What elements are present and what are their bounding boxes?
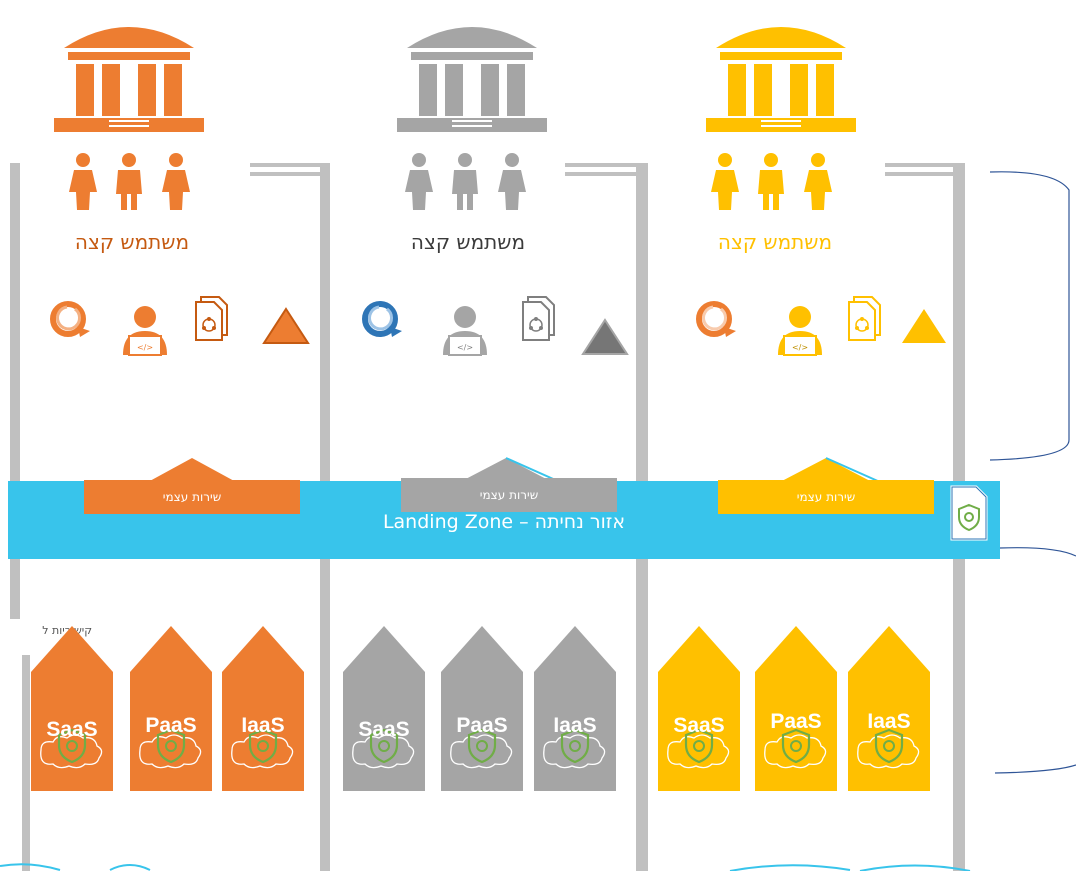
- bank-icon: [397, 27, 547, 132]
- secure-document-icon: [950, 485, 988, 541]
- service-label: IaaS: [867, 710, 911, 733]
- service-label: PaaS: [770, 710, 822, 733]
- service-paas: PaaS: [755, 626, 837, 791]
- developer-icon: </>: [778, 306, 822, 356]
- rail-left-outer: [10, 163, 20, 483]
- self-service-tag: שירות עצמי: [84, 480, 300, 514]
- service-label: SaaS: [46, 718, 98, 741]
- triangle-icon: [581, 318, 629, 355]
- bank-icon: [706, 27, 856, 132]
- bracket-lines: [989, 171, 1076, 774]
- refresh-icon: [50, 301, 90, 337]
- documents-icon: [522, 296, 555, 341]
- documents-icon: [195, 296, 228, 341]
- service-iaas: IaaS: [848, 626, 930, 791]
- service-iaas: IaaS: [534, 626, 616, 791]
- rail-top-2: [565, 163, 648, 167]
- refresh-icon: [696, 301, 736, 337]
- rail-top-1: [250, 163, 330, 167]
- side-label: קישוריות ל: [42, 624, 92, 637]
- developer-icon: </>: [443, 306, 487, 356]
- rail-top-3: [885, 163, 965, 167]
- service-label: PaaS: [145, 714, 197, 737]
- triangle-icon: [262, 307, 310, 344]
- end-user-label: משתמש קצה: [410, 230, 526, 254]
- bottom-arcs: [0, 863, 971, 871]
- service-label: SaaS: [358, 718, 410, 741]
- documents-icon: [848, 296, 881, 341]
- service-label: IaaS: [553, 714, 597, 737]
- self-service-tag: שירות עצמי: [401, 478, 617, 512]
- end-user-label: משתמש קצה: [74, 230, 190, 254]
- service-iaas: IaaS: [222, 626, 304, 791]
- landing-zone-label: Landing Zone – אזור נחיתה: [382, 511, 626, 533]
- svg-text:</>: </>: [137, 343, 153, 352]
- service-saas: SaaS: [658, 626, 740, 791]
- service-saas: SaaS: [343, 626, 425, 791]
- end-user-label: משתמש קצה: [717, 230, 833, 254]
- users-icon: [69, 153, 190, 210]
- svg-text:</>: </>: [457, 343, 473, 352]
- service-label: IaaS: [241, 714, 285, 737]
- rail-left-outer-bottom: [22, 655, 30, 871]
- service-label: PaaS: [456, 714, 508, 737]
- svg-text:</>: </>: [792, 343, 808, 352]
- triangle-icon: [902, 309, 946, 343]
- rail-left-outer-lower: [10, 559, 20, 619]
- service-paas: PaaS: [441, 626, 523, 791]
- refresh-icon: [362, 301, 402, 337]
- service-saas: SaaS: [31, 626, 113, 791]
- service-label: SaaS: [673, 714, 725, 737]
- rail-top-3b: [885, 172, 965, 176]
- bank-icon: [54, 27, 204, 132]
- self-service-tag: שירות עצמי: [718, 480, 934, 514]
- users-icon: [405, 153, 526, 210]
- developer-icon: </>: [123, 306, 167, 356]
- service-paas: PaaS: [130, 626, 212, 791]
- rail-top-2b: [565, 172, 648, 176]
- rail-top-1b: [250, 172, 330, 176]
- users-icon: [711, 153, 832, 210]
